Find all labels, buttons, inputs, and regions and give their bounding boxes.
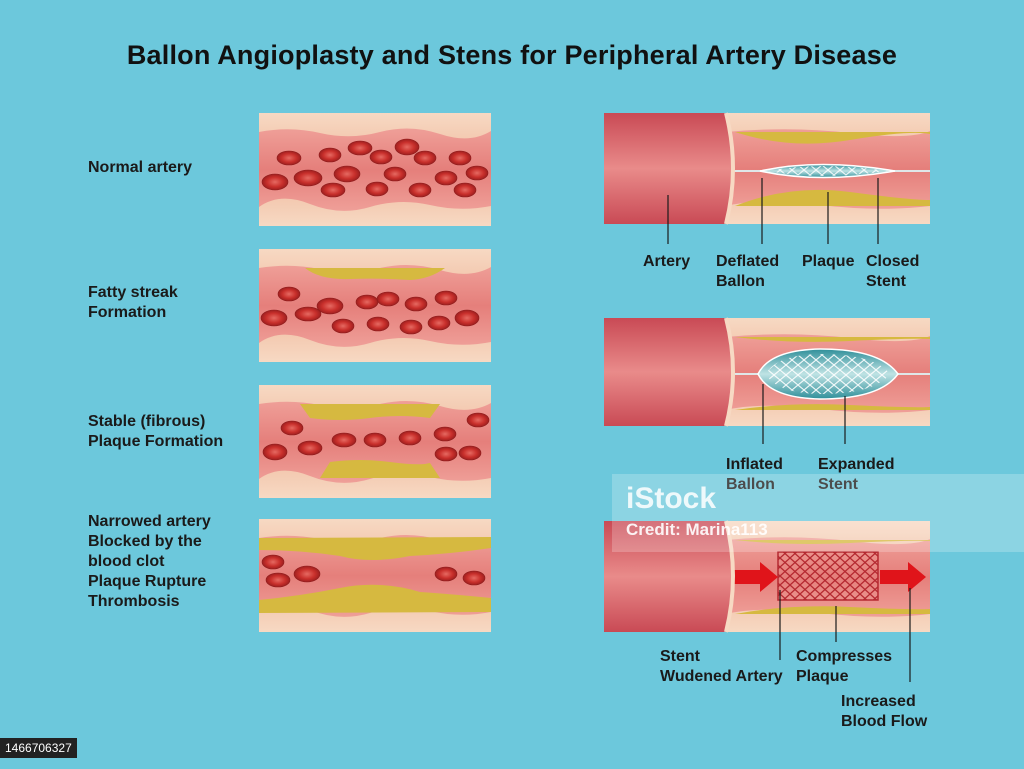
panel-normal-artery xyxy=(259,113,491,226)
label-artery: Artery xyxy=(643,253,691,270)
label-plaque: Plaque xyxy=(802,253,855,270)
panel-stable-plaque xyxy=(259,385,491,498)
panel-narrowed-artery xyxy=(259,519,491,632)
panel-deflated-balloon xyxy=(604,112,930,244)
watermark-band xyxy=(612,474,1024,552)
watermark-logo: iStock xyxy=(626,482,717,515)
page-title: Ballon Angioplasty and Stens for Periphe… xyxy=(126,40,898,70)
panel-fatty-streak xyxy=(259,249,491,362)
watermark-credit: Credit: Marina113 xyxy=(626,520,768,539)
label-stable-plaque: Stable (fibrous)Plaque Formation xyxy=(88,413,224,450)
panel-inflated-balloon xyxy=(604,317,930,444)
panel-stent-placed xyxy=(604,520,930,682)
stock-id-badge: 1466706327 xyxy=(0,738,77,758)
label-normal-artery: Normal artery xyxy=(88,159,193,176)
flow-arrow-icon xyxy=(733,562,926,592)
